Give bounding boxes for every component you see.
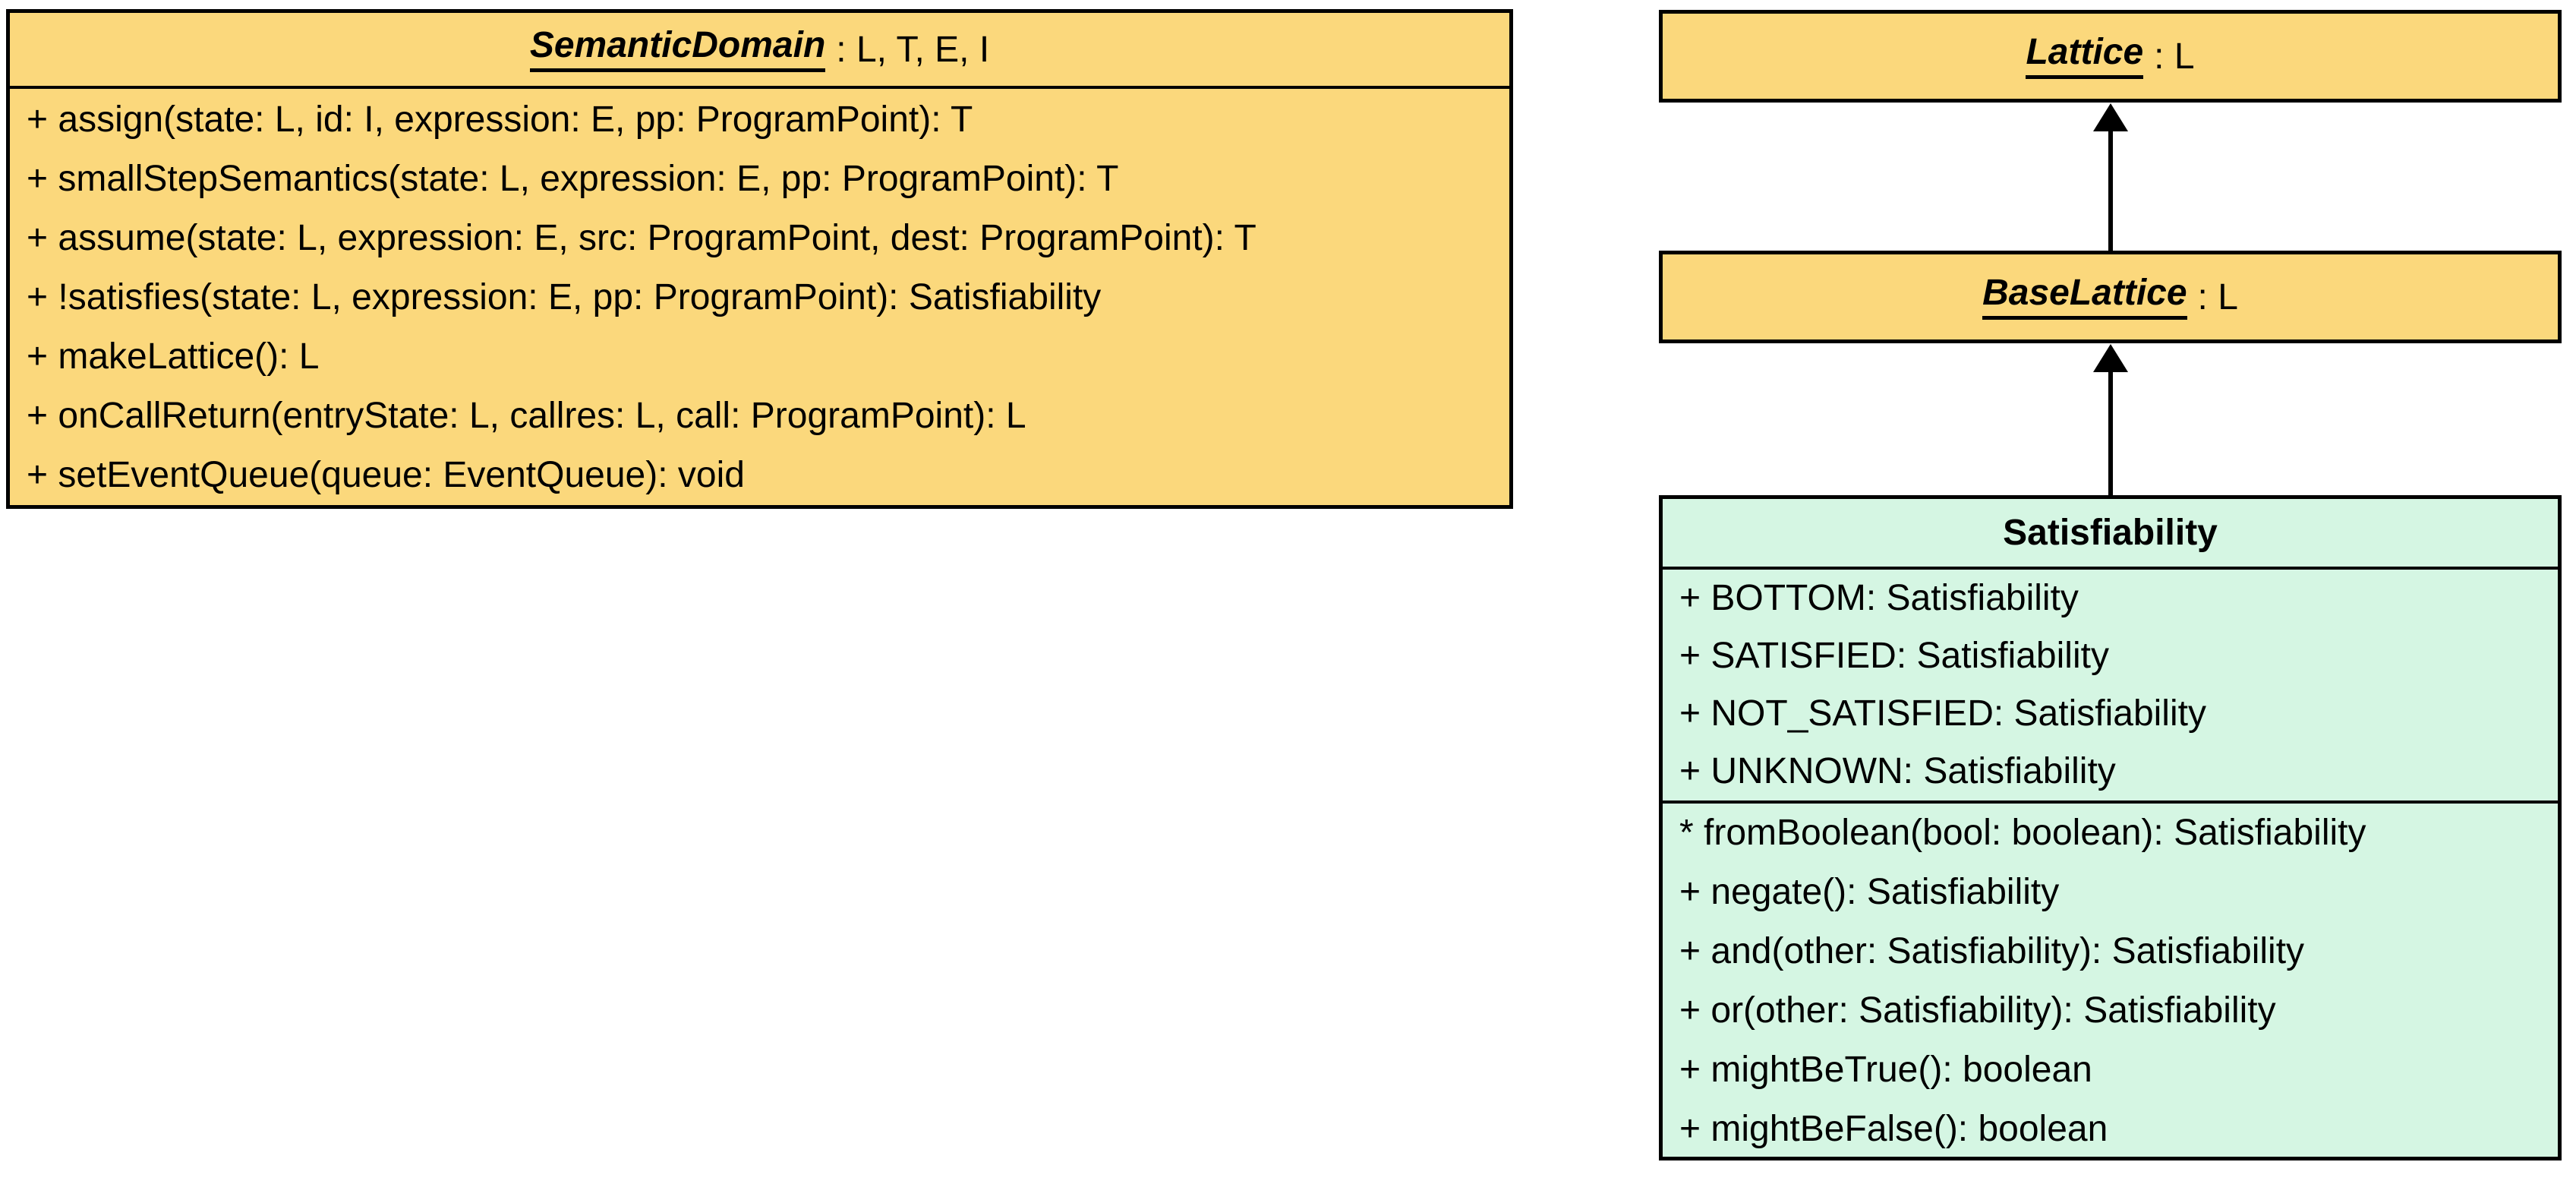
generalization-arrowhead-icon (2093, 344, 2128, 372)
class-type-params-base-lattice: : L (2197, 276, 2238, 317)
generalization-arrowhead-icon (2093, 103, 2128, 131)
method-line: + !satisfies(state: L, expression: E, pp… (27, 277, 1102, 317)
class-satisfiability: Satisfiability + BOTTOM: Satisfiability … (1659, 495, 2562, 1160)
methods-compartment-satisfiability: * fromBoolean(bool: boolean): Satisfiabi… (1663, 800, 2558, 1159)
method-line: + onCallReturn(entryState: L, callres: L… (27, 396, 1026, 436)
field-line: + BOTTOM: Satisfiability (1679, 578, 2079, 618)
class-title-satisfiability: Satisfiability (1663, 499, 2558, 570)
method-line: + mightBeFalse(): boolean (1679, 1109, 2108, 1149)
class-title-base-lattice: BaseLattice: L (1663, 254, 2558, 339)
class-type-params-semantic-domain: : L, T, E, I (836, 29, 990, 70)
field-line: + NOT_SATISFIED: Satisfiability (1679, 693, 2206, 734)
class-title-semantic-domain: SemanticDomain: L, T, E, I (10, 13, 1509, 89)
class-semantic-domain: SemanticDomain: L, T, E, I + assign(stat… (6, 9, 1513, 509)
method-line: + mightBeTrue(): boolean (1679, 1050, 2092, 1090)
method-line: * fromBoolean(bool: boolean): Satisfiabi… (1679, 813, 2366, 853)
class-type-params-lattice: : L (2154, 36, 2195, 77)
method-line: + and(other: Satisfiability): Satisfiabi… (1679, 931, 2305, 971)
generalization-line (2108, 129, 2113, 251)
class-name-satisfiability: Satisfiability (2003, 513, 2218, 553)
class-title-lattice: Lattice: L (1663, 14, 2558, 99)
class-name-base-lattice: BaseLattice (1982, 273, 2187, 320)
method-line: + or(other: Satisfiability): Satisfiabil… (1679, 990, 2276, 1031)
class-name-lattice: Lattice (2026, 33, 2144, 79)
field-line: + SATISFIED: Satisfiability (1679, 636, 2109, 676)
generalization-line (2108, 370, 2113, 495)
methods-compartment-semantic-domain: + assign(state: L, id: I, expression: E,… (10, 89, 1509, 505)
field-line: + UNKNOWN: Satisfiability (1679, 751, 2116, 791)
class-base-lattice: BaseLattice: L (1659, 251, 2562, 343)
method-line: + setEventQueue(queue: EventQueue): void (27, 455, 745, 495)
fields-compartment-satisfiability: + BOTTOM: Satisfiability + SATISFIED: Sa… (1663, 570, 2558, 800)
method-line: + makeLattice(): L (27, 336, 320, 377)
method-line: + assign(state: L, id: I, expression: E,… (27, 99, 973, 140)
method-line: + smallStepSemantics(state: L, expressio… (27, 159, 1119, 199)
method-line: + negate(): Satisfiability (1679, 872, 2060, 912)
class-lattice: Lattice: L (1659, 10, 2562, 103)
method-line: + assume(state: L, expression: E, src: P… (27, 218, 1256, 258)
class-name-semantic-domain: SemanticDomain (529, 26, 826, 72)
